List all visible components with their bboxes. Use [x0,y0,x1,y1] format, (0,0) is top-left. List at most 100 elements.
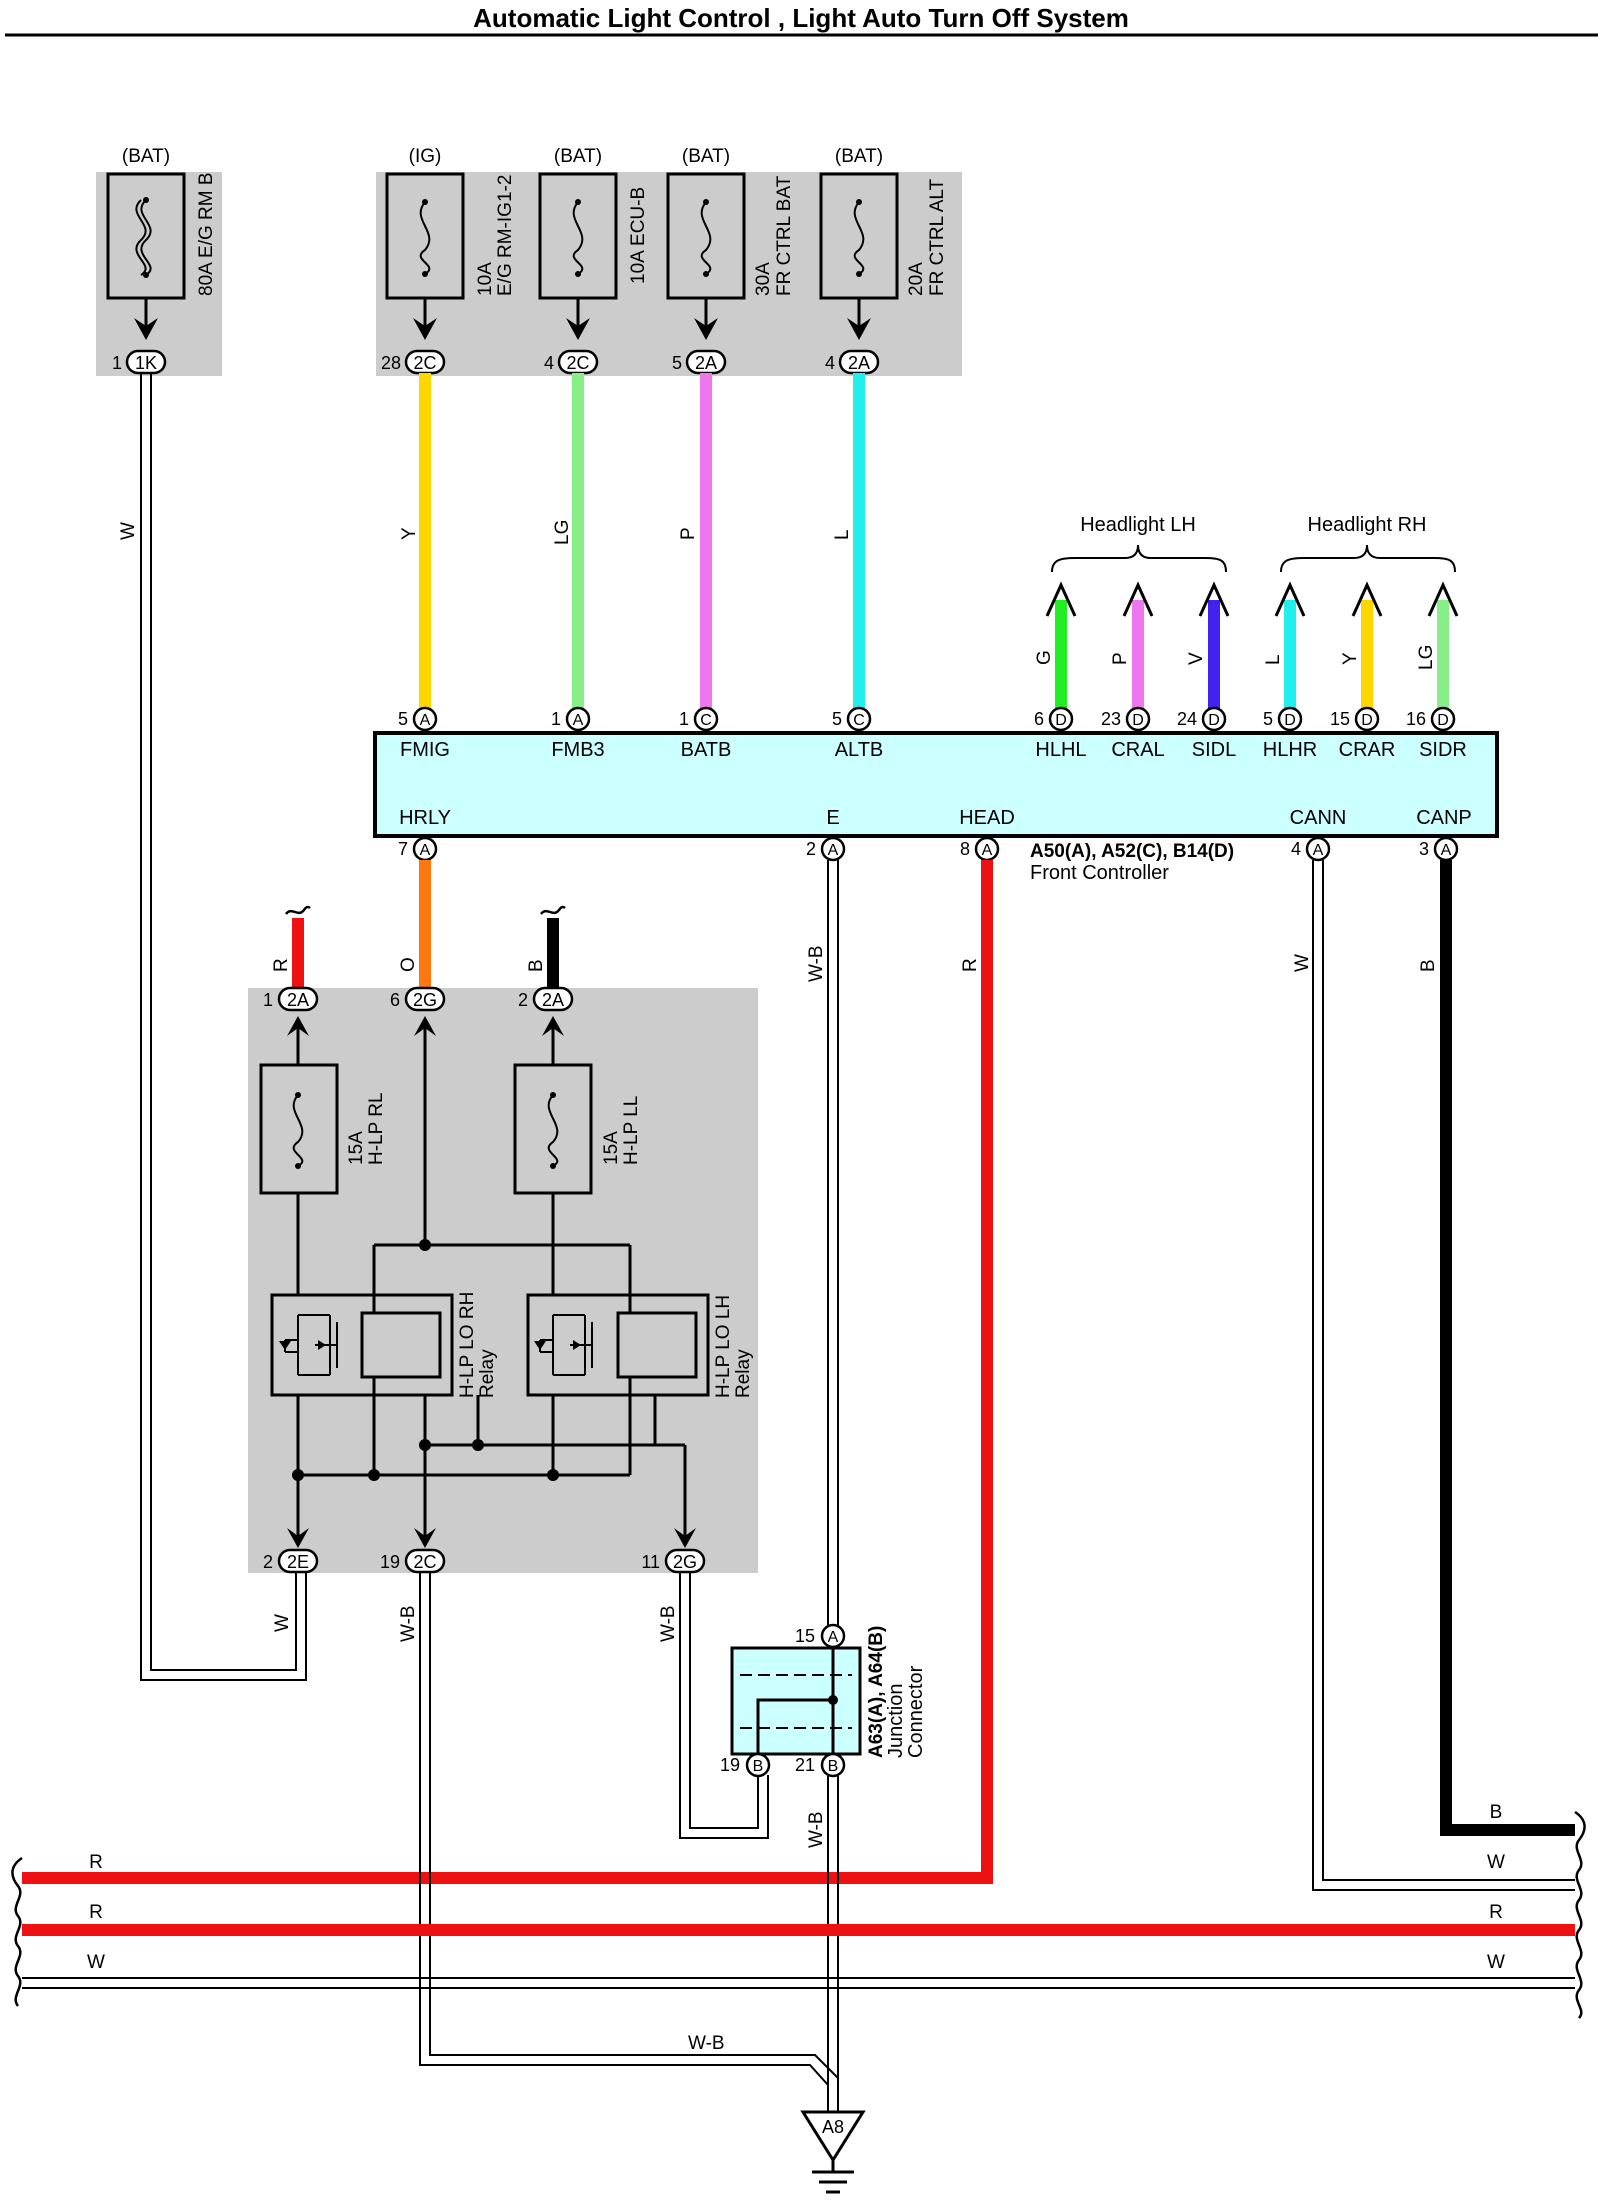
fc-bottom-pin-4-conn: A [1441,842,1452,859]
fuse-frbat-supply: (BAT) [682,146,730,167]
wire-label-w1: W [118,522,139,540]
relay-bottom-pin-2-conn: 2G [673,1552,697,1572]
fc-bottom-pin-4-num: 3 [1419,839,1429,859]
fuse-fralt-label-2: FR CTRL ALT [927,178,948,296]
wire-relay-2g-wb [679,1572,769,1839]
ground-label: A8 [822,2117,844,2137]
wire-label-ground-wb: W-B [688,2033,725,2054]
bus-label-w1: W [1487,1852,1505,1873]
wire-label-hrly: O [398,957,419,972]
fc-signal-fmig: FMIG [400,739,450,761]
relay-bottom-pin-0-num: 2 [263,1552,273,1572]
wire-cann-white [1312,860,1575,1891]
fc-signal-cral: CRAL [1111,739,1164,761]
fuse-hlp-rl-label-2: H-LP RL [366,1092,387,1165]
bus-label-r2: R [89,1902,103,1923]
headlight-arrowheads [1045,581,1459,617]
fc-signal-sidr: SIDR [1419,739,1467,761]
fuse-igrm-label-2: E/G RM-IG1-2 [495,175,516,296]
fuse-igrm-connector: 2C [413,353,436,373]
fuse-hlp-rl-label-1: 15A [346,1131,367,1165]
fuse-fralt-connector: 2A [848,353,870,373]
bus-label-b: B [1490,1802,1503,1823]
relay-top-pin-0-num: 1 [263,990,273,1010]
junction-pins [745,1623,846,1778]
wire-canp-black [1440,860,1575,1836]
relay-bottom-arrows [287,1528,696,1548]
fc-top-pin-8-conn: D [1361,712,1373,729]
fuse-hlp-ll [513,1063,593,1195]
relay-bottom-pin-1-conn: 2C [413,1552,436,1572]
fuse-frbat-connector: 2A [695,353,717,373]
bus-label-r1: R [89,1852,103,1873]
wire-label-hlhr: L [1263,654,1284,665]
relay-bottom-connectors [277,1548,706,1574]
fuse-arrow-heads [134,318,871,340]
fc-top-pin-0-num: 5 [398,709,408,729]
headlight-wires [1055,600,1449,714]
fc-bottom-pin-3-num: 4 [1291,839,1301,859]
fc-signal-batb: BATB [681,739,732,761]
fc-top-pin-1-conn: A [573,712,584,729]
relay-internal-wiring [296,1028,687,1540]
wire-label-head: R [960,958,981,972]
fuse-80a-connector: 1K [135,353,157,373]
fc-top-pin-2-num: 1 [679,709,689,729]
bus-wire-w [22,1977,1575,1989]
fc-top-pin-0-conn: A [420,712,431,729]
fuse-frbat-label-1: 30A [753,262,774,296]
fc-top-pin-4-num: 6 [1034,709,1044,729]
fuse-hlp-rl [259,1063,339,1195]
fc-top-pin-6-conn: D [1208,712,1220,729]
fc-signal-sidl: SIDL [1192,739,1236,761]
bus-label-w2: W [87,1952,105,1973]
relay-top-arrows [287,1016,564,1036]
fuse-igrm-pin: 28 [381,353,401,373]
fc-signal-head: HEAD [959,807,1015,829]
fuse-80a-label: 80A E/G RM B [196,172,217,296]
fc-bottom-pin-1-num: 2 [806,839,816,859]
wire-label-jc-out: W-B [806,1811,827,1848]
relay-block-panel [248,988,758,1573]
relay-rh-label-2: Relay [477,1349,498,1398]
fuse-ecub-supply: (BAT) [554,146,602,167]
fuse-panel-left [96,172,222,376]
fuse-80a-supply: (BAT) [122,146,170,167]
fuse-fralt-supply: (BAT) [835,146,883,167]
wire-label-hlhl: G [1034,650,1055,665]
fuse-ecub-label: 10A ECU-B [628,187,649,284]
relay-top-pin-0-conn: 2A [287,990,309,1010]
fuse-hlp-ll-label-2: H-LP LL [621,1096,642,1165]
wire-junction-out [827,1776,839,2130]
fc-top-pin-2-conn: C [700,712,712,729]
supply-wires [419,373,865,714]
fc-signal-altb: ALTB [835,739,884,761]
relay-top-pin-1-num: 6 [390,990,400,1010]
fuse-fralt-label-1: 20A [906,262,927,296]
relay-bottom-pin-1-num: 19 [380,1552,400,1572]
wire-label-batb: P [678,527,699,540]
junction-pin-2-num: 21 [795,1755,815,1775]
fuse-frbat-label-2: FR CTRL BAT [774,175,795,296]
relay-bottom-pin-2-num: 11 [641,1552,660,1572]
fc-top-pin-9-num: 16 [1406,709,1426,729]
wire-break-relay-b [540,905,566,915]
fc-bottom-pin-0-num: 7 [398,839,408,859]
relay-lh-label-2: Relay [733,1349,754,1398]
junction-pin-0-num: 15 [795,1626,815,1646]
fc-top-pins [412,706,1456,732]
fc-signal-e: E [826,807,839,829]
diagram-title: Automatic Light Control , Light Auto Tur… [473,3,1129,33]
fc-bottom-pins [412,836,1459,862]
wire-label-altb: L [832,529,853,540]
fc-bottom-pin-2-num: 8 [960,839,970,859]
front-controller-description: Front Controller [1030,862,1169,884]
front-controller-name: A50(A), A52(C), B14(D) [1030,841,1234,862]
relay-rh-label-1: H-LP LO RH [457,1292,478,1398]
relay-hlp-lo-lh [526,1293,710,1397]
wire-label-fuse1-out: W [272,1614,293,1632]
junction-line2: Connector [905,1665,927,1758]
wire-break-marks [11,1810,1586,2019]
fc-signal-fmb3: FMB3 [551,739,604,761]
